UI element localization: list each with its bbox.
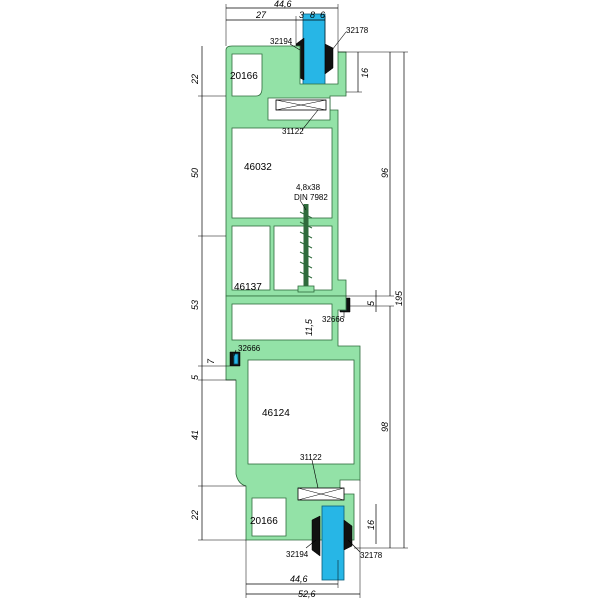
frame-mid-chamber-left — [231, 225, 271, 291]
dim-top-small-b: 6 — [320, 10, 325, 20]
dim-left-top: 22 — [190, 74, 200, 85]
label-gasket-bottom-outer: 32178 — [360, 551, 383, 560]
dim-top-left: 27 — [255, 10, 267, 20]
bottom-insulator-cross-2 — [297, 487, 345, 501]
sash-main-chamber — [247, 359, 355, 465]
bottom-glazing-pane — [321, 505, 345, 581]
label-frame-mid: 46137 — [234, 282, 262, 293]
label-gasket-mid-right: 32666 — [322, 315, 345, 324]
top-insulator-cross-2 — [275, 99, 327, 111]
frame-lower-chamber — [231, 303, 333, 341]
dim-right-bottom-bead: 16 — [366, 520, 376, 530]
dim-left-sash: 41 — [190, 430, 200, 440]
dim-bottom-width: 44,6 — [290, 574, 308, 584]
dim-bottom-total: 52,6 — [298, 589, 316, 599]
dim-right-lower: 98 — [380, 422, 390, 432]
leader-top-inner-gasket — [289, 43, 301, 51]
dim-right-total: 195 — [394, 290, 404, 306]
leader-bottom-inner-gasket — [305, 539, 317, 549]
label-gasket-mid-left: 32666 — [238, 344, 261, 353]
dim-right-upper: 96 — [380, 168, 390, 178]
label-bottom-bead: 20166 — [250, 516, 278, 527]
fixing-screw — [297, 204, 315, 293]
leader-bottom-insulator — [311, 459, 319, 489]
top-glazing-pane — [302, 13, 326, 89]
label-gasket-top-inner: 32194 — [270, 37, 293, 46]
bottom-outer-gasket — [343, 519, 353, 551]
label-insulator-top: 31122 — [282, 127, 304, 136]
mid-left-gasket-seal — [233, 353, 239, 365]
upper-frame-chamber — [231, 127, 333, 219]
dim-left-b: 5 — [190, 374, 200, 380]
label-gasket-bottom-inner: 32194 — [286, 550, 309, 559]
top-bead-chamber — [231, 53, 263, 97]
dim-right-gap: 5 — [366, 300, 376, 306]
label-top-bead: 20166 — [230, 71, 258, 82]
leader-mid-left-gasket — [233, 349, 237, 357]
leader-bottom-outer-gasket — [347, 539, 361, 553]
frame-mid-chamber-right — [273, 225, 333, 291]
label-gasket-top-outer: 32178 — [346, 26, 369, 35]
dim-left-frame: 50 — [190, 168, 200, 178]
dim-left-bottom: 22 — [190, 510, 200, 521]
label-insulator-bottom: 31122 — [300, 453, 322, 462]
leader-top-outer-gasket — [331, 31, 347, 51]
label-screw-size: 4,8x38 — [296, 183, 321, 192]
label-screw-standard: DIN 7982 — [294, 193, 328, 202]
leader-screw — [299, 199, 307, 211]
dim-right-top-bead: 16 — [360, 68, 370, 78]
top-outer-gasket — [324, 43, 334, 75]
bottom-inner-gasket — [311, 515, 321, 557]
dim-top-total: 44,6 — [274, 0, 292, 9]
bottom-bead-chamber — [251, 497, 287, 537]
dim-left-mid: 53 — [190, 300, 200, 310]
label-sash: 46124 — [262, 408, 290, 419]
dim-left-a: 7 — [206, 358, 216, 364]
leader-top-insulator — [301, 109, 319, 131]
dim-top-mid: 8 — [310, 10, 315, 20]
dim-inner-offset: 11,5 — [304, 318, 314, 336]
label-frame-top: 46032 — [244, 162, 272, 173]
dim-top-small-a: 3 — [299, 10, 304, 20]
